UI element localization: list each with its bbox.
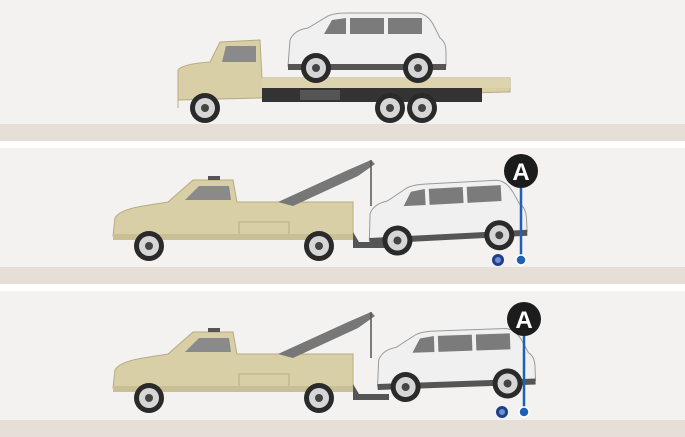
marker-a-label: A <box>515 307 532 334</box>
divider <box>0 141 685 148</box>
callout-dot <box>515 254 527 266</box>
panel-wheel-lift-2: A <box>0 291 685 437</box>
ground <box>0 267 685 284</box>
callout-dot <box>518 406 530 418</box>
ground <box>0 124 685 141</box>
ground <box>0 420 685 437</box>
marker-a-label: A <box>512 159 529 186</box>
tow-dolly-icon <box>492 254 504 266</box>
divider <box>0 284 685 291</box>
marker-a <box>504 154 538 188</box>
panel-wheel-lift-1: A <box>0 148 685 284</box>
panel-flatbed <box>0 0 685 141</box>
marker-a <box>507 302 541 336</box>
flatbed-truck <box>177 39 511 123</box>
tow-dolly-icon <box>496 406 508 418</box>
